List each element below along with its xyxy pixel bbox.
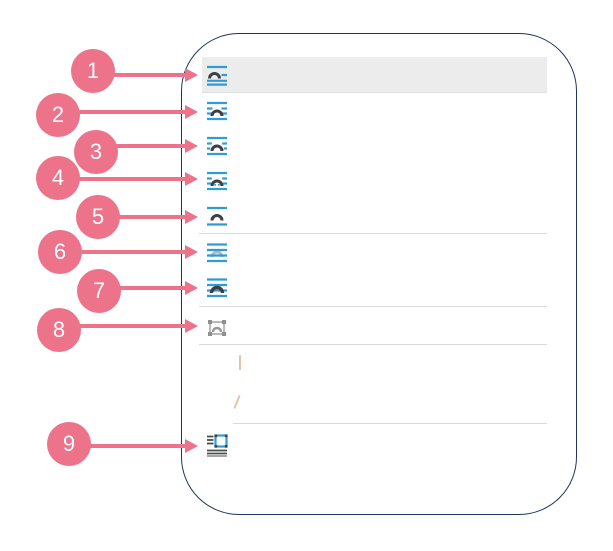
callout-label: 2: [51, 102, 65, 127]
callout-label: 1: [86, 58, 100, 83]
top-and-bottom-wrap-icon: [205, 204, 229, 228]
callout-arrowhead-7: [185, 281, 198, 295]
menu-item-7[interactable]: [202, 270, 547, 305]
in-line-with-text-wrap-icon: [205, 63, 229, 87]
menu-separator: [199, 233, 547, 234]
wrap-text-menu-panel: [181, 33, 577, 515]
callout-arrow-5: [98, 215, 185, 219]
callout-label: 3: [89, 139, 103, 164]
square-wrap-icon: [205, 99, 229, 123]
callout-arrowhead-6: [185, 245, 198, 259]
callout-arrowhead-2: [185, 105, 198, 119]
callout-arrowhead-9: [185, 439, 198, 453]
callout-arrowhead-3: [185, 139, 198, 153]
menu-item-5[interactable]: [202, 198, 547, 233]
edit-wrap-points-icon: [205, 315, 229, 339]
tight-wrap-icon: [205, 134, 229, 158]
callout-arrow-8: [59, 324, 185, 328]
behind-text-wrap-icon: [205, 241, 229, 265]
menu-item-4[interactable]: [202, 163, 547, 198]
callout-arrowhead-8: [185, 319, 198, 333]
callout-arrowhead-1: [185, 68, 198, 82]
callout-arrowhead-4: [185, 172, 198, 186]
set-default-layout-icon: [205, 433, 229, 457]
callout-badge-2: 2: [36, 93, 80, 137]
callout-arrow-9: [69, 444, 185, 448]
callout-label: 5: [91, 204, 105, 229]
callout-arrow-1: [93, 73, 185, 77]
callout-arrow-4: [58, 177, 185, 181]
callout-arrow-2: [58, 110, 185, 114]
menu-item-3[interactable]: [202, 128, 547, 163]
callout-label: 9: [62, 431, 76, 456]
menu-separator: [233, 423, 547, 424]
menu-separator: [199, 306, 547, 307]
callout-label: 7: [92, 278, 106, 303]
callout-badge-1: 1: [71, 49, 115, 93]
through-wrap-icon: [205, 169, 229, 193]
callout-badge-4: 4: [36, 156, 80, 200]
callout-label: 6: [53, 239, 67, 264]
menu-item-9[interactable]: [202, 427, 547, 462]
callout-badge-8: 8: [37, 308, 81, 352]
callout-arrowhead-5: [185, 210, 198, 224]
callout-badge-9: 9: [47, 422, 91, 466]
menu-item-2[interactable]: [202, 93, 547, 128]
callout-arrow-3: [96, 144, 185, 148]
callout-arrow-6: [60, 250, 185, 254]
menu-item-1[interactable]: [202, 57, 547, 93]
menu-item-8: [202, 309, 547, 344]
callout-badge-3: 3: [74, 130, 118, 174]
in-front-of-text-wrap-icon: [205, 276, 229, 300]
faint-anchor-mark: [239, 355, 241, 370]
callout-label: 4: [51, 165, 65, 190]
callout-label: 8: [52, 317, 66, 342]
callout-arrow-7: [99, 286, 185, 290]
menu-separator: [199, 344, 547, 345]
callout-badge-6: 6: [38, 230, 82, 274]
callout-badge-7: 7: [77, 269, 121, 313]
menu-item-6[interactable]: [202, 235, 547, 270]
callout-badge-5: 5: [76, 195, 120, 239]
